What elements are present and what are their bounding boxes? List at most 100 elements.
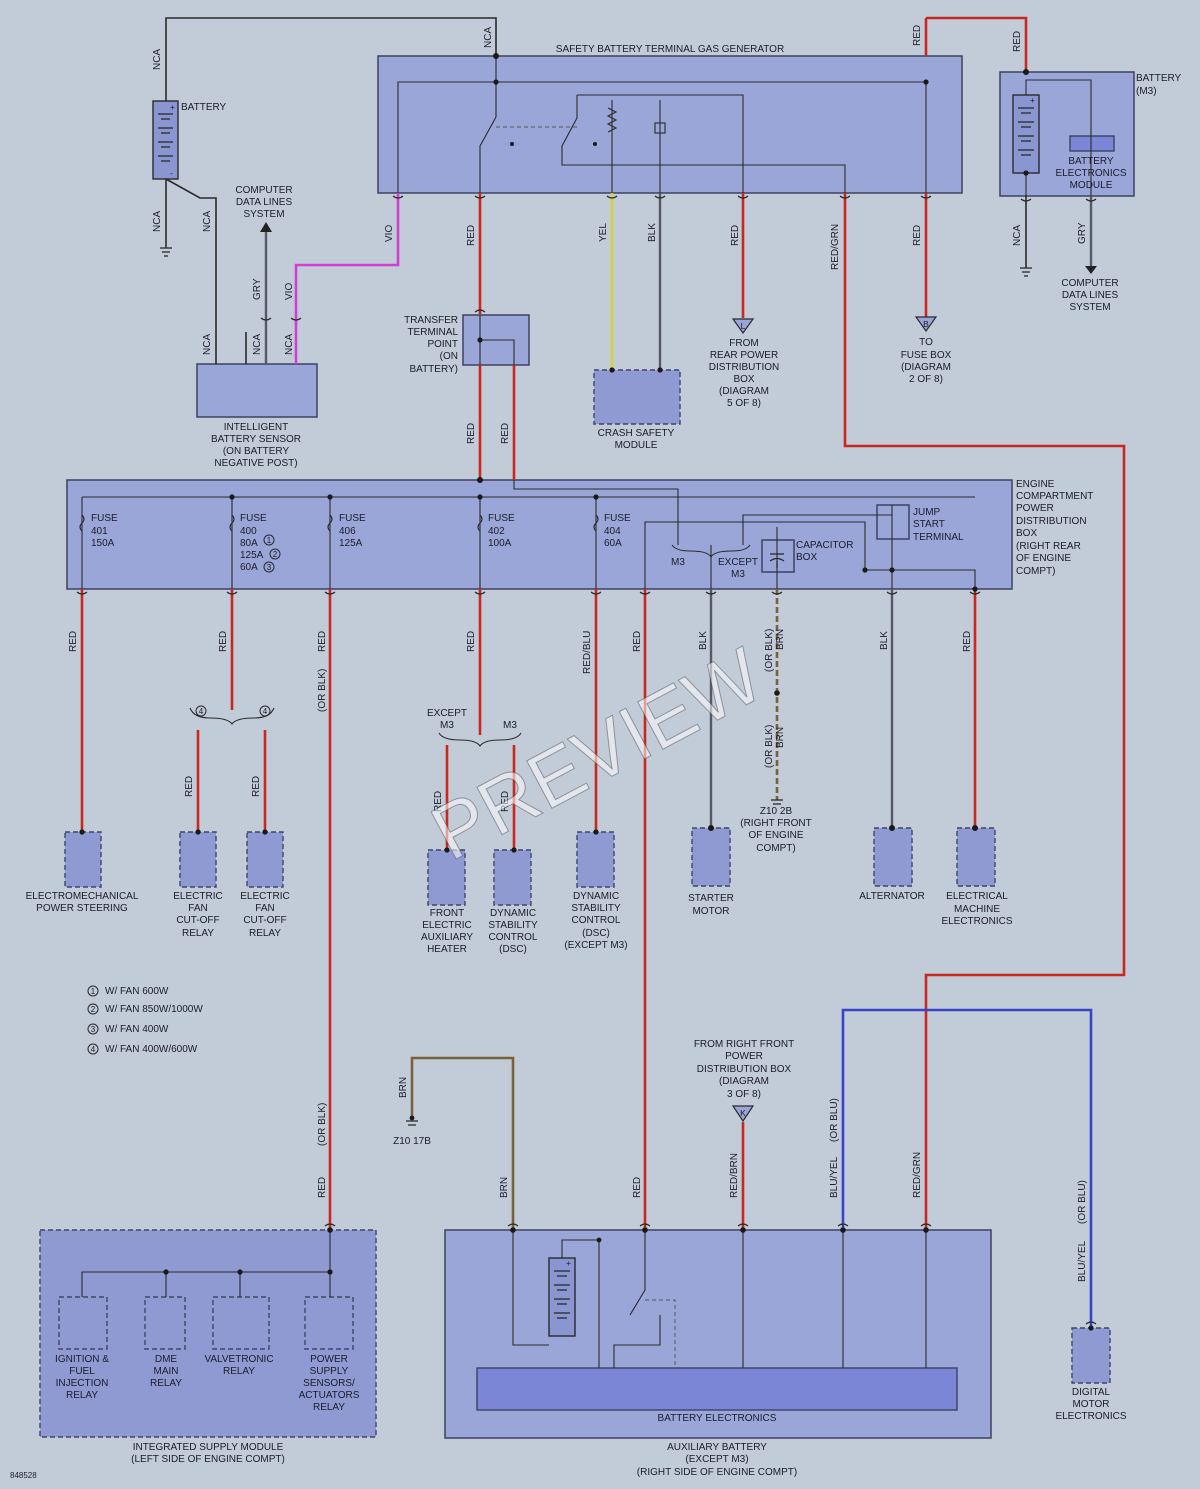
dsce-3: CONTROL [572, 915, 621, 926]
crash-2: MODULE [615, 440, 658, 451]
fuse-note-3: 3 [267, 563, 272, 572]
fan1-4: RELAY [182, 928, 214, 939]
svg-text:RED/BLU: RED/BLU [582, 631, 593, 674]
aux-2: (EXCEPT M3) [685, 1454, 748, 1465]
fan2-1: ELECTRIC [240, 891, 289, 902]
dme-2: MOTOR [1072, 1399, 1109, 1410]
svg-text:1: 1 [91, 987, 96, 996]
gas-generator-box[interactable] [377, 55, 963, 194]
tp-2: TERMINAL [407, 327, 458, 338]
svg-text:402: 402 [488, 526, 505, 537]
aux-internal-1 [512, 1230, 600, 1368]
svg-text:-: - [170, 168, 173, 178]
svg-text:INJECTION: INJECTION [56, 1378, 109, 1389]
ism-item-3-box[interactable] [212, 1296, 270, 1350]
gnd17b-label: Z10 17B [393, 1136, 431, 1147]
svg-text:RED: RED [433, 791, 444, 812]
arrow-computer-right [1085, 266, 1097, 274]
svg-text:+: + [566, 1258, 571, 1268]
svg-text:W/ FAN 400W: W/ FAN 400W [105, 1024, 169, 1035]
fuse-box-4: 2 OF 8) [909, 374, 943, 385]
svg-text:NCA: NCA [483, 27, 494, 48]
fan-relay-2-box[interactable] [246, 831, 284, 888]
svg-text:L: L [741, 321, 746, 331]
ibs-box[interactable] [196, 363, 318, 418]
elec-machine-box[interactable] [956, 827, 996, 887]
svg-text:RED: RED [912, 25, 923, 46]
ism-item-3: VALVETRONIC RELAY [204, 1354, 273, 1377]
svg-text:RED: RED [184, 776, 195, 797]
dsc-except-box[interactable] [576, 831, 615, 888]
jump-start-box[interactable] [876, 504, 910, 540]
svg-text:BRN: BRN [398, 1077, 409, 1098]
alternator-box[interactable] [873, 827, 913, 887]
gnd2b-4: COMPT) [756, 843, 795, 854]
svg-text:+: + [1030, 95, 1035, 105]
starter-box[interactable] [691, 827, 731, 887]
bem-label-1: BATTERY [1068, 156, 1114, 167]
ism-item-4-box[interactable] [304, 1296, 354, 1350]
gnd2b-2: (RIGHT FRONT [740, 818, 811, 829]
em-2: MACHINE [954, 904, 1000, 915]
ecpdb-4: DISTRIBUTION [1016, 516, 1087, 527]
svg-text:400: 400 [240, 526, 257, 537]
ibs-4: NEGATIVE POST) [214, 458, 297, 469]
fuse-box-3: (DIAGRAM [901, 362, 951, 373]
battery-electronics-label: BATTERY ELECTRONICS [658, 1413, 777, 1424]
svg-text:(OR BLK): (OR BLK) [317, 1103, 328, 1146]
svg-text:(OR BLK): (OR BLK) [764, 629, 775, 672]
connector-marks [76, 195, 1097, 1325]
svg-text:NCA: NCA [1012, 225, 1023, 246]
gg-squib [654, 122, 666, 134]
aux-battery-symbol: + [548, 1257, 576, 1337]
battery-electronics-module-block [1069, 135, 1115, 152]
fan2-3: CUT-OFF [243, 915, 286, 926]
svg-text:RED: RED [912, 225, 923, 246]
crash-safety-box[interactable] [593, 369, 681, 425]
dsc-box[interactable] [493, 849, 532, 906]
ecpdb-box[interactable] [66, 479, 1013, 590]
cdl-left-3: SYSTEM [243, 209, 284, 220]
heater-1: FRONT [430, 908, 464, 919]
fuse-note-1: 1 [267, 536, 272, 545]
heater-except-1: EXCEPT [427, 708, 467, 719]
connector-b[interactable]: B [914, 316, 938, 333]
eps-box[interactable] [64, 831, 102, 888]
m3-label: M3 [671, 557, 685, 568]
alternator-label: ALTERNATOR [859, 891, 925, 902]
aux-internal-2 [613, 1230, 661, 1368]
ecpdb-brace [671, 544, 751, 559]
svg-text:RED: RED [466, 225, 477, 246]
svg-text:FUSE: FUSE [91, 513, 118, 524]
gg-feed [577, 94, 744, 193]
ism-item-1-box[interactable] [58, 1296, 108, 1350]
ecpdb-3: POWER [1016, 503, 1054, 514]
svg-text:RED: RED [632, 631, 643, 652]
ism-item-2-box[interactable] [144, 1296, 186, 1350]
except-m3-2: M3 [731, 569, 745, 580]
svg-text:VIO: VIO [284, 283, 295, 300]
rpdb-3: DISTRIBUTION BOX [697, 1064, 792, 1075]
ecpdb-2: COMPARTMENT [1016, 491, 1093, 502]
connector-k[interactable]: K [731, 1105, 755, 1123]
dsc-2: STABILITY [488, 920, 538, 931]
connector-l[interactable]: L [731, 318, 755, 335]
cap-1: CAPACITOR [796, 540, 853, 551]
svg-text:BLK: BLK [647, 223, 658, 242]
em-1: ELECTRICAL [946, 891, 1008, 902]
dsce-2: STABILITY [571, 903, 621, 914]
svg-text:FUSE: FUSE [488, 513, 515, 524]
gg-zigzag [606, 107, 618, 133]
svg-text:RELAY: RELAY [66, 1390, 98, 1401]
svg-text:RED: RED [632, 1177, 643, 1198]
dme-digital-box[interactable] [1071, 1327, 1111, 1384]
ecpdb-aux [644, 521, 976, 589]
svg-text:60A: 60A [240, 562, 258, 573]
m3-internal [1025, 79, 1092, 196]
fan-relay-1-box[interactable] [179, 831, 217, 888]
capacitor-box[interactable] [761, 539, 795, 573]
svg-text:3: 3 [91, 1025, 96, 1034]
svg-text:NCA: NCA [252, 334, 263, 355]
aux-internal-3 [742, 1230, 927, 1368]
dsce-1: DYNAMIC [573, 891, 619, 902]
